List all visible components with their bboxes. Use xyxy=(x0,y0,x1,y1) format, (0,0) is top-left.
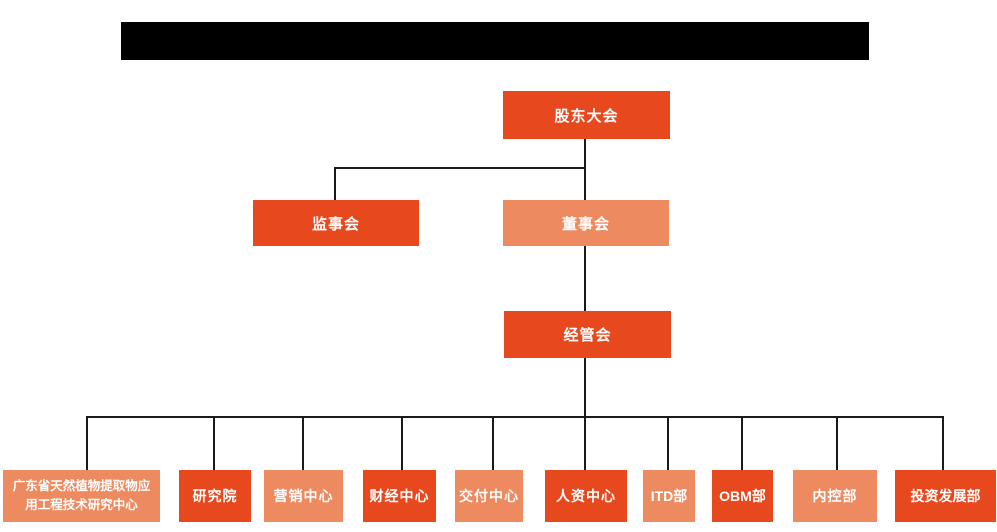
node-internal-control-dept: 内控部 xyxy=(793,470,877,522)
connector-drop-marketing-center xyxy=(302,416,304,470)
node-research-institute: 研究院 xyxy=(179,470,251,522)
connector-shareholders-down xyxy=(584,139,586,169)
node-finance-center: 财经中心 xyxy=(363,470,436,522)
connector-management-down xyxy=(584,358,586,417)
connector-drop-research-institute xyxy=(213,416,215,470)
connector-board-drop xyxy=(584,167,586,200)
connector-row2-horizontal xyxy=(334,167,586,169)
connector-drop-obm-dept xyxy=(741,416,743,470)
connector-drop-investment-dev xyxy=(942,416,944,470)
connector-supervisory-drop xyxy=(334,167,336,200)
connector-drop-internal-control xyxy=(836,416,838,470)
node-management-committee: 经管会 xyxy=(504,311,671,358)
connector-drop-finance-center xyxy=(401,416,403,470)
node-supervisory-board: 监事会 xyxy=(253,200,419,246)
connector-drop-delivery-center xyxy=(492,416,494,470)
node-board-of-directors: 董事会 xyxy=(503,200,669,246)
node-delivery-center: 交付中心 xyxy=(455,470,523,522)
node-investment-development-dept: 投资发展部 xyxy=(895,470,996,522)
node-marketing-center: 营销中心 xyxy=(264,470,343,522)
node-obm-dept: OBM部 xyxy=(712,470,773,522)
connector-drop-hr-center xyxy=(584,416,586,470)
connector-board-management xyxy=(584,246,586,311)
connector-drop-itd-dept xyxy=(667,416,669,470)
connector-drop-research-center xyxy=(86,416,88,470)
connector-row4-horizontal xyxy=(86,416,944,418)
node-shareholders-meeting: 股东大会 xyxy=(503,91,670,139)
node-hr-center: 人资中心 xyxy=(545,470,627,522)
node-itd-dept: ITD部 xyxy=(643,470,695,522)
redacted-title-bar xyxy=(121,22,869,60)
node-guangdong-plant-extract-research-center: 广东省天然植物提取物应用工程技术研究中心 xyxy=(3,470,160,522)
